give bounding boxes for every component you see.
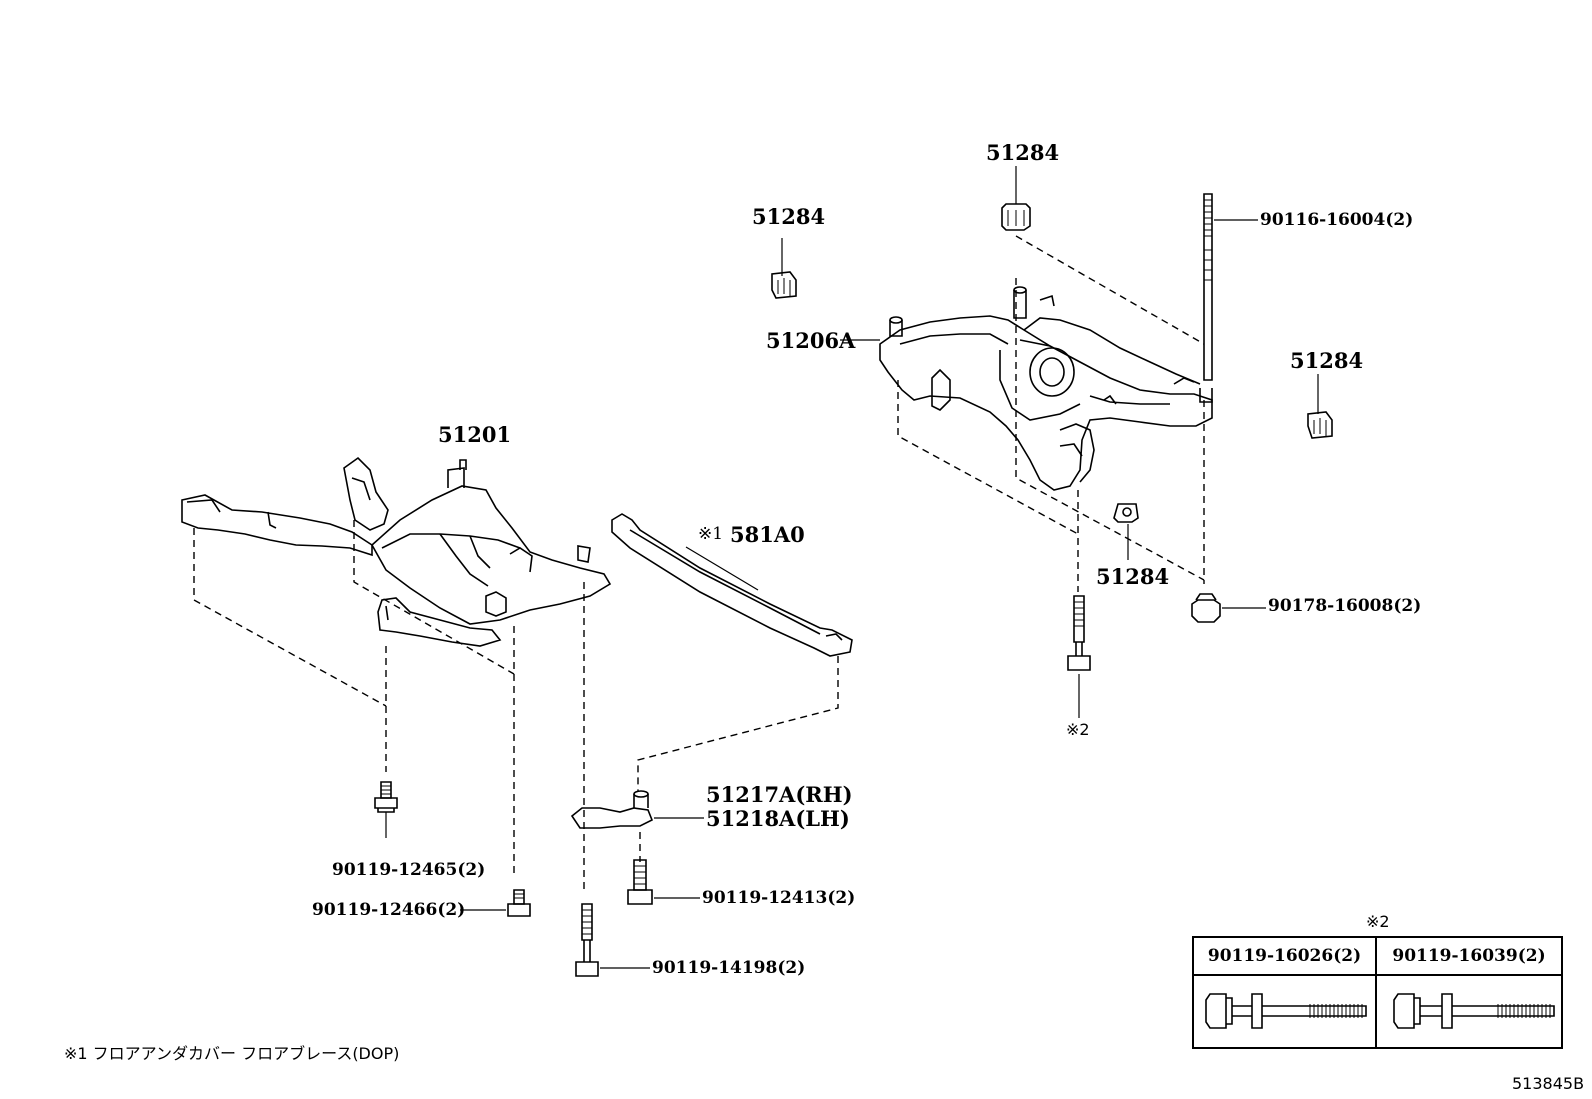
legend-bolt-16026 [1205,993,1367,1029]
legend-header-16039: 90119-16039(2) [1377,938,1561,976]
label-90116-16004: 90116-16004(2) [1260,210,1414,230]
label-51284-top: 51284 [986,140,1060,165]
stud-bolt-90116-16004 [1203,193,1258,381]
bolt-rear-mark2 [1067,595,1091,718]
clip-51284-right [1307,374,1333,439]
bolt-90119-12413 [627,859,700,905]
legend-mark: ※2 [1366,912,1390,931]
label-51284-left: 51284 [752,204,826,229]
bolt-90119-12465 [374,781,398,838]
label-90119-14198: 90119-14198(2) [652,958,806,978]
rear-crossmember-51206A [840,235,1213,592]
label-581A0: 581A0 [730,522,805,547]
bolt-90119-14198 [575,903,650,977]
clip-51284-top [1001,166,1031,231]
label-90119-12466: 90119-12466(2) [312,900,466,920]
legend-column-2: 90119-16039(2) [1377,938,1561,1047]
bolt-legend-table: 90119-16026(2) 90119-16039(2) [1192,936,1563,1049]
label-51217A: 51217A(RH) [706,782,853,807]
label-581A0-mark: ※1 [698,524,724,544]
legend-bolt-16039 [1393,993,1555,1029]
bolt-90119-12466 [460,889,531,917]
nut-90178-16008 [1191,593,1266,623]
footnote: ※1 フロアアンダカバー フロアブレース(DOP) [64,1044,400,1063]
legend-header-16026: 90119-16026(2) [1194,938,1375,976]
clip-51284-left [771,238,797,299]
front-crossmember-51201 [181,456,612,890]
label-51201: 51201 [438,422,512,447]
label-51284-right: 51284 [1290,348,1364,373]
label-90178-16008: 90178-16008(2) [1268,596,1422,616]
label-90119-12413: 90119-12413(2) [702,888,856,908]
legend-column-1: 90119-16026(2) [1194,938,1377,1047]
label-51206A: 51206A [766,328,856,353]
label-51284-lower: 51284 [1096,564,1170,589]
clip-51284-lower [1113,503,1139,560]
floor-brace-581A0 [611,513,853,792]
label-51218A: 51218A(LH) [706,806,850,831]
diagram-reference: 513845B [1512,1074,1585,1093]
label-mark2-rear-bolt: ※2 [1066,720,1090,739]
label-90119-12465: 90119-12465(2) [332,860,486,880]
bracket-51217A-51218A [570,790,704,862]
